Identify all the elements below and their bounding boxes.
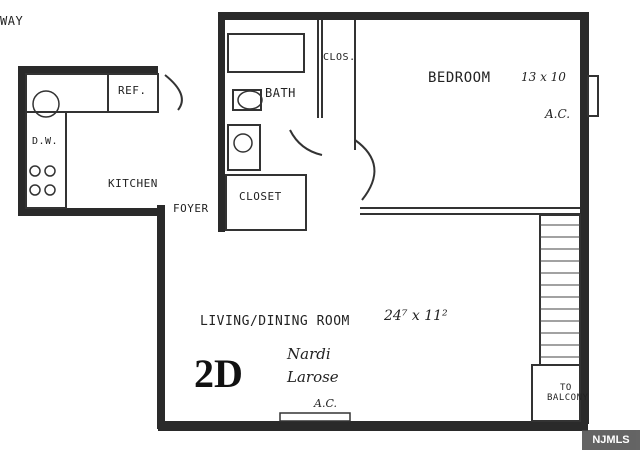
- toilet-icon: [237, 90, 263, 110]
- fixtures: [29, 90, 351, 422]
- living-ac: A.C.: [314, 397, 337, 410]
- kitchen-label: KITCHEN: [108, 177, 158, 190]
- bath-label: BATH: [265, 86, 296, 100]
- unit-number: 2D: [194, 351, 243, 396]
- washer-icon: [233, 133, 253, 153]
- closet-small-label: CLOS.: [323, 52, 356, 63]
- sink-icon: [32, 90, 60, 118]
- name-line2: Larose: [287, 368, 339, 386]
- balcony-label: BALCONY: [547, 393, 589, 403]
- exterior-walls: [18, 12, 589, 431]
- burner-icon: [44, 184, 56, 196]
- interior-lines: [25, 20, 599, 422]
- bedroom-label: BEDROOM: [428, 70, 491, 86]
- ref-label: REF.: [118, 84, 147, 97]
- bottom-ac-window: [279, 412, 351, 422]
- bedroom-size: 13 x 10: [521, 70, 566, 84]
- mls-watermark: NJMLS: [582, 430, 640, 450]
- bedroom-ac: A.C.: [545, 107, 571, 121]
- living-size: 24⁷ x 11²: [384, 308, 448, 324]
- burner-icon: [29, 165, 41, 177]
- dw-label: D.W.: [32, 136, 59, 147]
- foyer-label: FOYER: [173, 202, 209, 215]
- balcony-to: TO: [560, 383, 572, 393]
- burner-icon: [29, 184, 41, 196]
- header-fragment: WAY: [0, 14, 24, 28]
- burner-icon: [44, 165, 56, 177]
- stair-treads: [540, 224, 580, 358]
- name-line1: Nardi: [287, 345, 331, 363]
- closet-label: CLOSET: [239, 190, 282, 203]
- living-label: LIVING/DINING ROOM: [200, 314, 350, 329]
